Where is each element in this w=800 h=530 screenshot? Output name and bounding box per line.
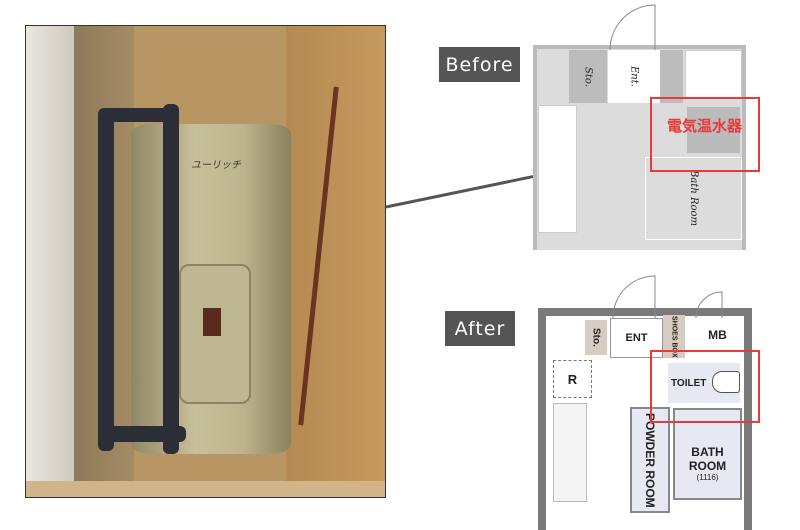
toilet-icon bbox=[712, 371, 740, 393]
water-heater-tank: ユーリッチ bbox=[131, 124, 291, 454]
pipe bbox=[98, 108, 178, 122]
control-display bbox=[203, 308, 221, 336]
before-water-heater-space bbox=[687, 107, 740, 153]
before-label: Before bbox=[439, 47, 520, 82]
heater-brand-label: ユーリッチ bbox=[191, 160, 241, 171]
water-heater-label: 電気温水器 bbox=[667, 118, 743, 135]
door-swing bbox=[609, 4, 656, 51]
pipe bbox=[106, 426, 186, 442]
after-shoe-box: SHOES BOX bbox=[663, 315, 685, 358]
control-panel-cover bbox=[179, 264, 251, 404]
door-frame bbox=[26, 26, 74, 497]
pipe bbox=[163, 104, 179, 454]
after-room-mb: MB bbox=[708, 328, 727, 342]
after-room-powder: POWDER ROOM bbox=[630, 407, 670, 513]
bath-room-label: BATH ROOM bbox=[688, 444, 727, 473]
after-room-entrance: ENT bbox=[610, 318, 663, 358]
before-cabinet bbox=[685, 50, 742, 98]
water-heater-photo: ユーリッチ bbox=[25, 25, 386, 498]
after-room-storage: Sto. bbox=[585, 320, 607, 355]
before-room-storage: Sto. bbox=[569, 50, 607, 103]
before-highlight-box bbox=[650, 97, 760, 172]
after-refrigerator: R bbox=[553, 360, 592, 398]
after-label: After bbox=[445, 311, 515, 346]
before-kitchen-counter bbox=[538, 105, 577, 233]
before-room-entrance: Ent. bbox=[608, 50, 660, 103]
after-kitchen-counter bbox=[553, 403, 587, 502]
pipe bbox=[98, 111, 114, 451]
after-highlight-box bbox=[650, 350, 760, 423]
floor bbox=[26, 481, 385, 497]
bath-room-size: (1116) bbox=[696, 472, 719, 482]
door-swings bbox=[612, 275, 723, 319]
after-room-bath: BATH ROOM (1116) bbox=[673, 408, 742, 500]
before-shelf bbox=[660, 50, 683, 103]
